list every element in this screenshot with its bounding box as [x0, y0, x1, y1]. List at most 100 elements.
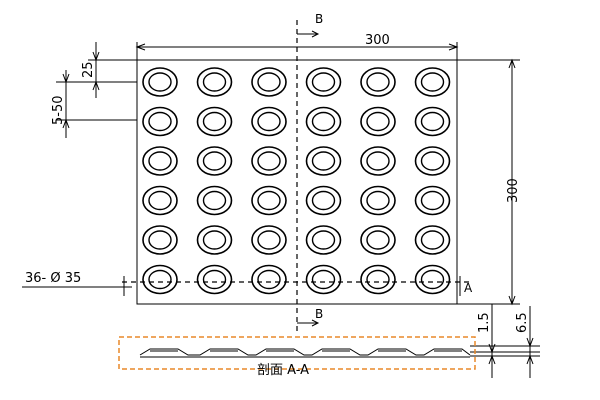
dot-outer-ring	[360, 185, 396, 216]
dot-inner-ring	[202, 269, 227, 290]
dot	[142, 225, 178, 255]
width-arrow-left	[135, 43, 146, 51]
dot	[414, 185, 451, 216]
dot-outer-ring	[251, 225, 287, 255]
dot-grid	[142, 67, 451, 295]
dot	[360, 225, 396, 255]
dot-outer-ring	[305, 264, 342, 295]
dot	[414, 67, 451, 97]
dot-inner-ring	[148, 190, 172, 211]
dot	[142, 264, 178, 295]
dot	[360, 264, 396, 295]
section-b-label-top: B	[315, 12, 323, 26]
dot-outer-ring	[142, 185, 178, 216]
dot-inner-ring	[366, 269, 390, 290]
dot-outer-ring	[360, 106, 396, 137]
dot-outer-ring	[305, 67, 342, 97]
dot-inner-ring	[366, 151, 390, 171]
height-dim-label: 300	[506, 178, 521, 203]
dot	[360, 146, 396, 176]
dot	[251, 106, 287, 137]
dot-outer-ring	[414, 225, 451, 255]
dot-inner-ring	[148, 72, 172, 92]
edge-arrow-top	[92, 51, 100, 62]
dot-inner-ring	[366, 230, 390, 250]
dot-outer-ring	[196, 264, 233, 295]
dot	[196, 146, 233, 176]
dot	[251, 67, 287, 97]
dot-outer-ring	[305, 146, 342, 176]
dot-inner-ring	[202, 151, 227, 171]
dot	[305, 225, 342, 255]
dot-inner-ring	[257, 111, 281, 132]
dot-inner-ring	[202, 111, 227, 132]
total-height-dim-label: 6.5	[515, 312, 530, 333]
height-arrow-bottom	[508, 295, 516, 306]
dot-outer-ring	[196, 146, 233, 176]
dot-outer-ring	[142, 146, 178, 176]
section-title: 剖面 A-A	[257, 363, 309, 378]
dot-inner-ring	[148, 111, 172, 132]
dot	[414, 106, 451, 137]
dot	[142, 106, 178, 137]
dot	[196, 106, 233, 137]
pitch-arrow-top	[62, 73, 70, 84]
dot	[305, 264, 342, 295]
dot-outer-ring	[360, 67, 396, 97]
dot-outer-ring	[251, 185, 287, 216]
dot	[414, 225, 451, 255]
dot-inner-ring	[148, 269, 172, 290]
dot-inner-ring	[420, 269, 445, 290]
dot-inner-ring	[257, 190, 281, 211]
thk-arrow-bottom	[488, 354, 496, 365]
height-arrow-top	[508, 58, 516, 69]
section-a-label: A	[464, 281, 473, 295]
dot	[196, 185, 233, 216]
total-arrow-top	[526, 337, 534, 348]
width-arrow-right	[448, 43, 459, 51]
dot-inner-ring	[311, 230, 336, 250]
thk-arrow-top	[488, 343, 496, 354]
dot-outer-ring	[251, 106, 287, 137]
dot-outer-ring	[196, 185, 233, 216]
dot	[414, 146, 451, 176]
section-b-label-bottom: B	[315, 307, 323, 321]
width-dim-label: 300	[365, 33, 390, 48]
dot-inner-ring	[311, 269, 336, 290]
dot-inner-ring	[257, 72, 281, 92]
dot-outer-ring	[196, 67, 233, 97]
dot	[305, 106, 342, 137]
dot-outer-ring	[305, 225, 342, 255]
dot-inner-ring	[202, 190, 227, 211]
dot-outer-ring	[142, 106, 178, 137]
dot-outer-ring	[196, 225, 233, 255]
dot-inner-ring	[257, 269, 281, 290]
dot-inner-ring	[366, 72, 390, 92]
dot-inner-ring	[202, 230, 227, 250]
dot-outer-ring	[414, 264, 451, 295]
dot-outer-ring	[305, 106, 342, 137]
dot	[251, 146, 287, 176]
dot-inner-ring	[311, 190, 336, 211]
dot	[142, 146, 178, 176]
dot-inner-ring	[311, 72, 336, 92]
thickness-dim-label: 1.5	[477, 312, 492, 333]
dot	[360, 185, 396, 216]
dot	[142, 185, 178, 216]
dot-inner-ring	[420, 230, 445, 250]
dot-outer-ring	[414, 67, 451, 97]
dot-inner-ring	[366, 190, 390, 211]
dot-inner-ring	[366, 111, 390, 132]
dot	[142, 67, 178, 97]
dot-inner-ring	[148, 230, 172, 250]
dot-inner-ring	[257, 151, 281, 171]
dot-inner-ring	[257, 230, 281, 250]
dot-outer-ring	[142, 264, 178, 295]
dot-outer-ring	[360, 264, 396, 295]
dot	[305, 185, 342, 216]
dot-outer-ring	[251, 264, 287, 295]
dot-inner-ring	[420, 190, 445, 211]
dot-inner-ring	[420, 72, 445, 92]
dot-outer-ring	[305, 185, 342, 216]
